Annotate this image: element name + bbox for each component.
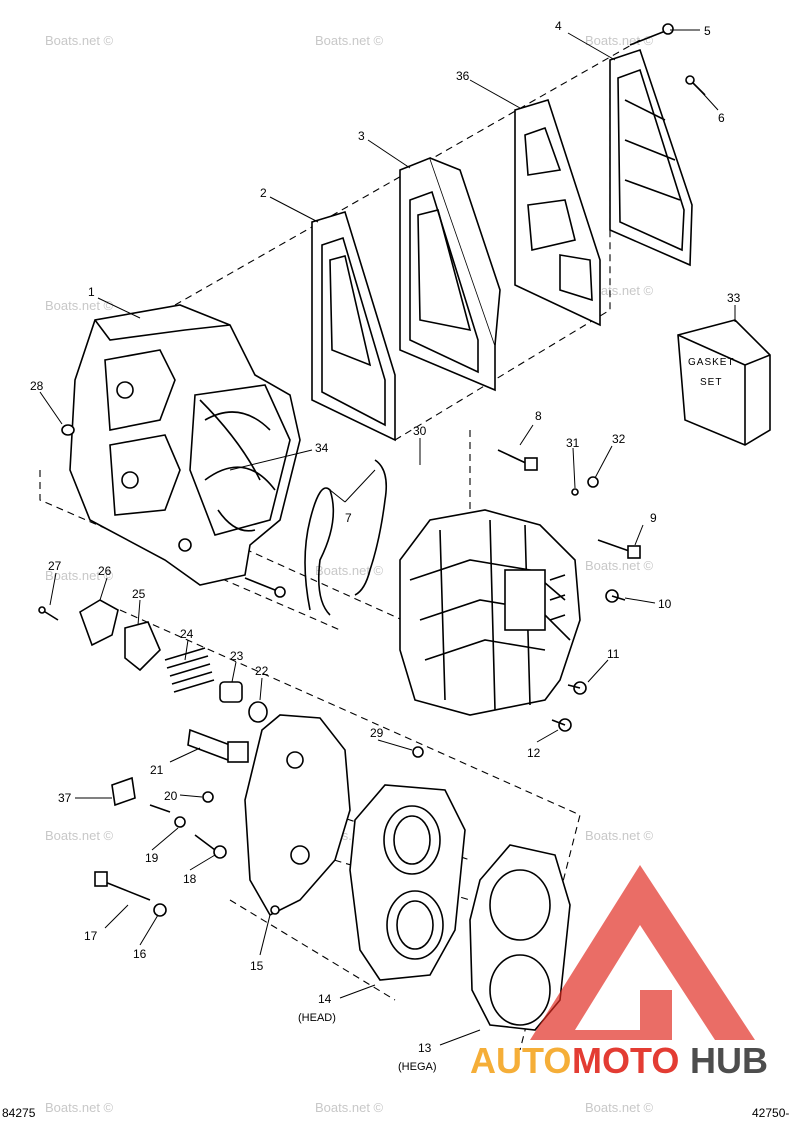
callouts: 1 2 3 4 5 6 7 8 9 10 11 12 13 14 15 16 1… [30, 19, 741, 1073]
callout-9: 9 [650, 511, 657, 525]
watermark: Boats.net © [315, 1100, 384, 1115]
callout-6: 6 [718, 111, 725, 125]
callout-1: 1 [88, 285, 95, 299]
watermark: Boats.net © [315, 33, 384, 48]
callout-19: 19 [145, 851, 159, 865]
callout-2: 2 [260, 186, 267, 200]
logo-text-hub: HUB [690, 1040, 768, 1081]
callout-11: 11 [607, 647, 620, 661]
sublabel-hega: (HEGA) [398, 1061, 437, 1073]
callout-20: 20 [164, 789, 178, 803]
part-wire-spring [304, 459, 388, 616]
watermarks: Boats.net © Boats.net © Boats.net © Boat… [45, 33, 654, 1115]
watermark: Boats.net © [585, 283, 654, 298]
callout-26: 26 [98, 564, 112, 578]
part-transfer-cover [399, 156, 501, 392]
leader-lines [39, 29, 736, 1046]
callout-32: 32 [612, 432, 626, 446]
callout-28: 28 [30, 379, 44, 393]
watermark: Boats.net © [45, 568, 114, 583]
logo-text-moto: MOTO [572, 1040, 679, 1081]
logo-triangle-mark [530, 865, 755, 1040]
part-gasket-2 [311, 211, 396, 442]
callout-29: 29 [370, 726, 384, 740]
callout-3: 3 [358, 129, 365, 143]
watermark: Boats.net © [315, 563, 384, 578]
watermark: Boats.net © [45, 33, 114, 48]
watermark: Boats.net © [585, 828, 654, 843]
part-cover-plate [609, 48, 693, 267]
callout-22: 22 [255, 664, 269, 678]
watermark: Boats.net © [585, 1100, 654, 1115]
watermark: Boats.net © [45, 298, 114, 313]
callout-7: 7 [345, 511, 352, 525]
callout-10: 10 [658, 597, 672, 611]
callout-8: 8 [535, 409, 542, 423]
callout-16: 16 [133, 947, 147, 961]
callout-5: 5 [704, 24, 711, 38]
reference-number-right: 42750- [752, 1106, 789, 1120]
callout-27: 27 [48, 559, 62, 573]
callout-14: 14 [318, 992, 332, 1006]
callout-37: 37 [58, 791, 72, 805]
callout-36: 36 [456, 69, 470, 83]
watermark: Boats.net © [585, 558, 654, 573]
callout-23: 23 [230, 649, 244, 663]
part-crankcase [399, 509, 581, 716]
callout-18: 18 [183, 872, 197, 886]
callout-34: 34 [315, 441, 329, 455]
gasket-set-label-line2: SET [700, 377, 722, 388]
sublabel-head: (HEAD) [298, 1012, 336, 1024]
callout-24: 24 [180, 627, 194, 641]
gasket-set-label-line1: GASKET [688, 357, 735, 368]
callout-25: 25 [132, 587, 146, 601]
automotohub-logo: AUTO MOTO HUB [470, 865, 768, 1081]
part-cylinder-block [69, 304, 301, 586]
callout-15: 15 [250, 959, 264, 973]
reference-number-left: 84275 [2, 1106, 36, 1120]
callout-12: 12 [527, 746, 541, 760]
watermark: Boats.net © [45, 1100, 114, 1115]
part-spark-plug [187, 728, 249, 763]
callout-17: 17 [84, 929, 98, 943]
callout-31: 31 [566, 436, 580, 450]
callout-30: 30 [413, 424, 427, 438]
part-gasket-set-box: GASKET SET [677, 319, 771, 446]
part-gasket-36 [514, 99, 601, 327]
callout-4: 4 [555, 19, 562, 33]
watermark: Boats.net © [45, 828, 114, 843]
callout-33: 33 [727, 291, 741, 305]
part-head-cover [244, 714, 351, 917]
part-gasket-37 [111, 776, 136, 807]
callout-13: 13 [418, 1041, 432, 1055]
part-bolts [38, 23, 706, 917]
logo-text-auto: AUTO [470, 1040, 571, 1081]
callout-21: 21 [150, 763, 164, 777]
watermark: Boats.net © [585, 33, 654, 48]
part-thermostat-group [79, 599, 268, 723]
part-cylinder-head [349, 784, 466, 981]
